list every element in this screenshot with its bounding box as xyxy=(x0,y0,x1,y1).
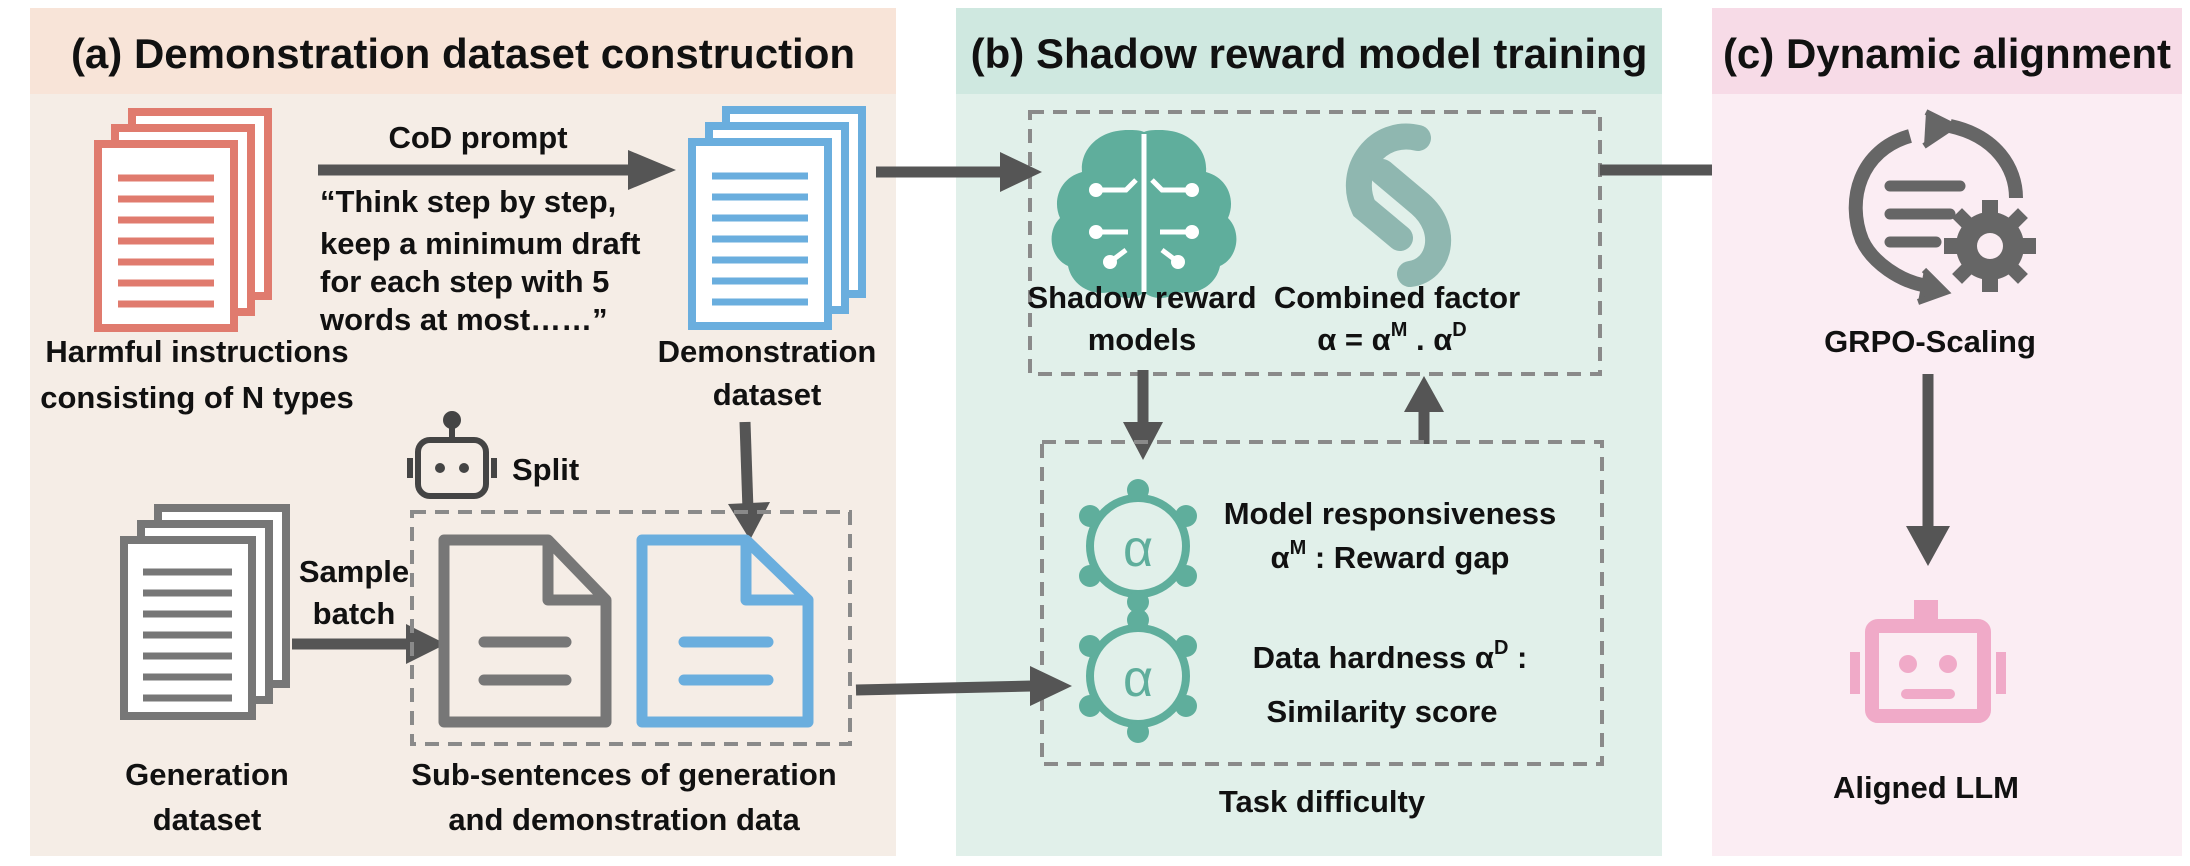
panel-b: (b) Shadow reward model training xyxy=(956,8,1662,856)
subsent-label-1: Sub-sentences of generation xyxy=(411,757,836,792)
aligned-llm-robot-icon xyxy=(1850,600,2006,723)
svg-text:α: α xyxy=(1123,650,1153,708)
panel-c-background xyxy=(1712,8,2182,856)
panel-c-title: (c) Dynamic alignment xyxy=(1723,30,2171,77)
prompt-line-3: for each step with 5 xyxy=(320,264,609,299)
demo-file-icon xyxy=(636,534,814,728)
task-difficulty-box xyxy=(1040,440,1604,766)
cod-prompt-label: CoD prompt xyxy=(388,120,567,155)
panel-b-header xyxy=(956,8,1662,94)
demo-label-2: dataset xyxy=(713,377,822,412)
panel-a: (a) Demonstration dataset construction H… xyxy=(30,8,896,856)
subsentence-box xyxy=(410,510,852,746)
sample-label-2: batch xyxy=(313,596,396,631)
generation-label-2: dataset xyxy=(153,802,262,837)
svg-text:α: α xyxy=(1123,520,1153,578)
hard-label-1: Data hardness αD : xyxy=(1253,637,1528,675)
demo-docs-icon xyxy=(688,106,866,330)
link-icon xyxy=(1345,123,1451,287)
brain-icon xyxy=(1051,130,1237,298)
shadow-label-2: models xyxy=(1088,322,1197,357)
split-label: Split xyxy=(512,452,579,487)
grpo-cycle-icon xyxy=(1848,109,2023,305)
demo-label-1: Demonstration xyxy=(658,334,877,369)
prompt-line-1: “Think step by step, xyxy=(320,184,616,219)
subsent-label-2: and demonstration data xyxy=(448,802,800,837)
generation-file-icon xyxy=(438,534,612,728)
harmful-label-1: Harmful instructions xyxy=(45,334,348,369)
aligned-llm-label: Aligned LLM xyxy=(1833,770,2019,805)
shadow-label-1: Shadow reward xyxy=(1027,280,1256,315)
alpha-network-icon-1: α xyxy=(1079,479,1197,613)
hard-label-2: Similarity score xyxy=(1267,694,1498,729)
resp-label-2: αM : Reward gap xyxy=(1271,537,1510,575)
alpha-equation: α = αM . αD xyxy=(1317,319,1466,357)
reward-models-box xyxy=(1028,110,1602,376)
panel-b-background xyxy=(956,8,1662,856)
panel-c-header xyxy=(1712,8,2182,94)
grpo-label: GRPO-Scaling xyxy=(1824,324,2036,359)
harmful-docs-icon xyxy=(94,108,272,332)
demo-down-arrow xyxy=(739,421,754,511)
subsent-to-task-arrow xyxy=(855,680,1033,696)
panel-b-title: (b) Shadow reward model training xyxy=(971,30,1648,77)
generation-docs-icon xyxy=(120,504,290,720)
generation-label-1: Generation xyxy=(125,757,289,792)
panel-a-header xyxy=(30,8,896,94)
panel-a-title: (a) Demonstration dataset construction xyxy=(71,30,855,77)
prompt-line-4: words at most……” xyxy=(319,302,608,337)
gear-icon xyxy=(1944,200,2036,292)
combined-label: Combined factor xyxy=(1274,280,1520,315)
panel-c: (c) Dynamic alignment xyxy=(1712,8,2182,856)
resp-label-1: Model responsiveness xyxy=(1224,496,1557,531)
alpha-network-icon-2: α xyxy=(1079,609,1197,743)
harmful-label-2: consisting of N types xyxy=(40,380,353,415)
prompt-line-2: keep a minimum draft xyxy=(320,226,640,261)
sample-label-1: Sample xyxy=(299,554,409,589)
task-difficulty-label: Task difficulty xyxy=(1219,784,1426,819)
robot-icon xyxy=(407,411,497,499)
